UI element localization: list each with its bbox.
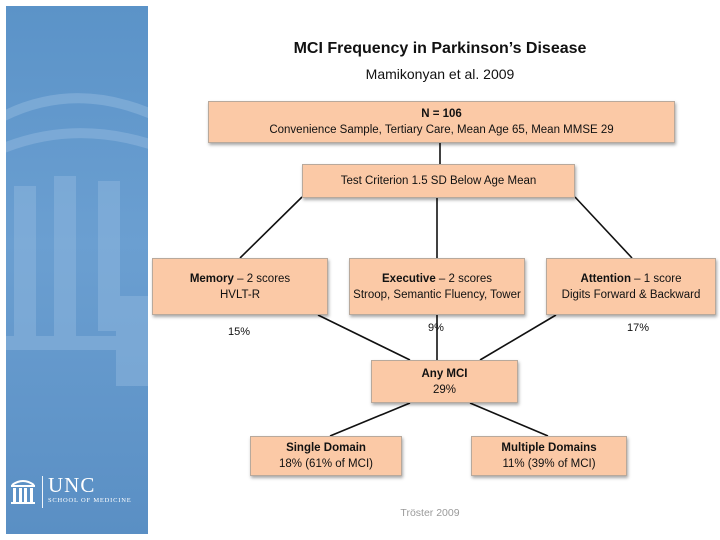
node-any-mci: Any MCI 29% [371, 360, 518, 403]
node-multiple-domains: Multiple Domains 11% (39% of MCI) [471, 436, 627, 476]
node-attention-name: Attention [580, 272, 631, 285]
node-executive: Executive – 2 scores Stroop, Semantic Fl… [349, 258, 525, 315]
node-multiple-value: 11% (39% of MCI) [502, 458, 596, 470]
node-any-mci-value: 29% [432, 383, 457, 396]
node-attention-tests: Digits Forward & Backward [561, 288, 701, 301]
edge-criterion-memory [239, 196, 303, 259]
node-sample-detail: Convenience Sample, Tertiary Care, Mean … [269, 124, 614, 136]
unc-logo: UNC SCHOOL OF MEDICINE [10, 474, 148, 514]
sidebar-banner: UNC SCHOOL OF MEDICINE [6, 6, 148, 534]
logo-wordmark: UNC [48, 473, 96, 497]
node-single-value: 18% (61% of MCI) [279, 458, 373, 470]
logo-divider [42, 476, 43, 508]
footer-citation: Tröster 2009 [400, 507, 460, 519]
node-single-domain: Single Domain 18% (61% of MCI) [250, 436, 402, 476]
node-memory: Memory – 2 scores HVLT-R [152, 258, 328, 315]
node-attention-score: – 1 score [630, 272, 682, 285]
node-any-mci-head: Any MCI [421, 367, 468, 380]
old-well-logo-icon [11, 480, 35, 504]
node-executive-tests: Stroop, Semantic Fluency, Tower [353, 288, 521, 301]
node-multiple-head: Multiple Domains [501, 442, 597, 454]
node-executive-name: Executive [382, 272, 436, 285]
percent-memory: 15% [228, 326, 251, 338]
edge-memory-anymci [317, 314, 411, 361]
edge-criterion-attention [574, 196, 633, 259]
diagram-subtitle: Mamikonyan et al. 2009 [365, 66, 515, 82]
old-well-watermark-icon [6, 93, 148, 386]
edge-attention-anymci [479, 314, 557, 361]
edge-anymci-multiple [469, 402, 549, 437]
node-executive-score: – 2 scores [435, 272, 492, 285]
node-sample: N = 106 Convenience Sample, Tertiary Car… [208, 101, 675, 143]
edge-anymci-single [329, 402, 411, 437]
node-sample-head: N = 106 [421, 108, 462, 120]
node-attention: Attention – 1 score Digits Forward & Bac… [546, 258, 716, 315]
node-single-head: Single Domain [286, 442, 366, 454]
percent-attention: 17% [627, 322, 650, 334]
logo-school-name: SCHOOL OF MEDICINE [48, 497, 132, 504]
node-memory-tests: HVLT-R [219, 288, 261, 301]
node-criterion-text: Test Criterion 1.5 SD Below Age Mean [340, 175, 537, 187]
percent-executive: 9% [428, 322, 444, 334]
node-memory-score: – 2 scores [233, 272, 291, 285]
node-criterion: Test Criterion 1.5 SD Below Age Mean [302, 164, 575, 198]
diagram-title: MCI Frequency in Parkinson’s Disease [293, 40, 587, 57]
node-memory-name: Memory [189, 272, 234, 285]
